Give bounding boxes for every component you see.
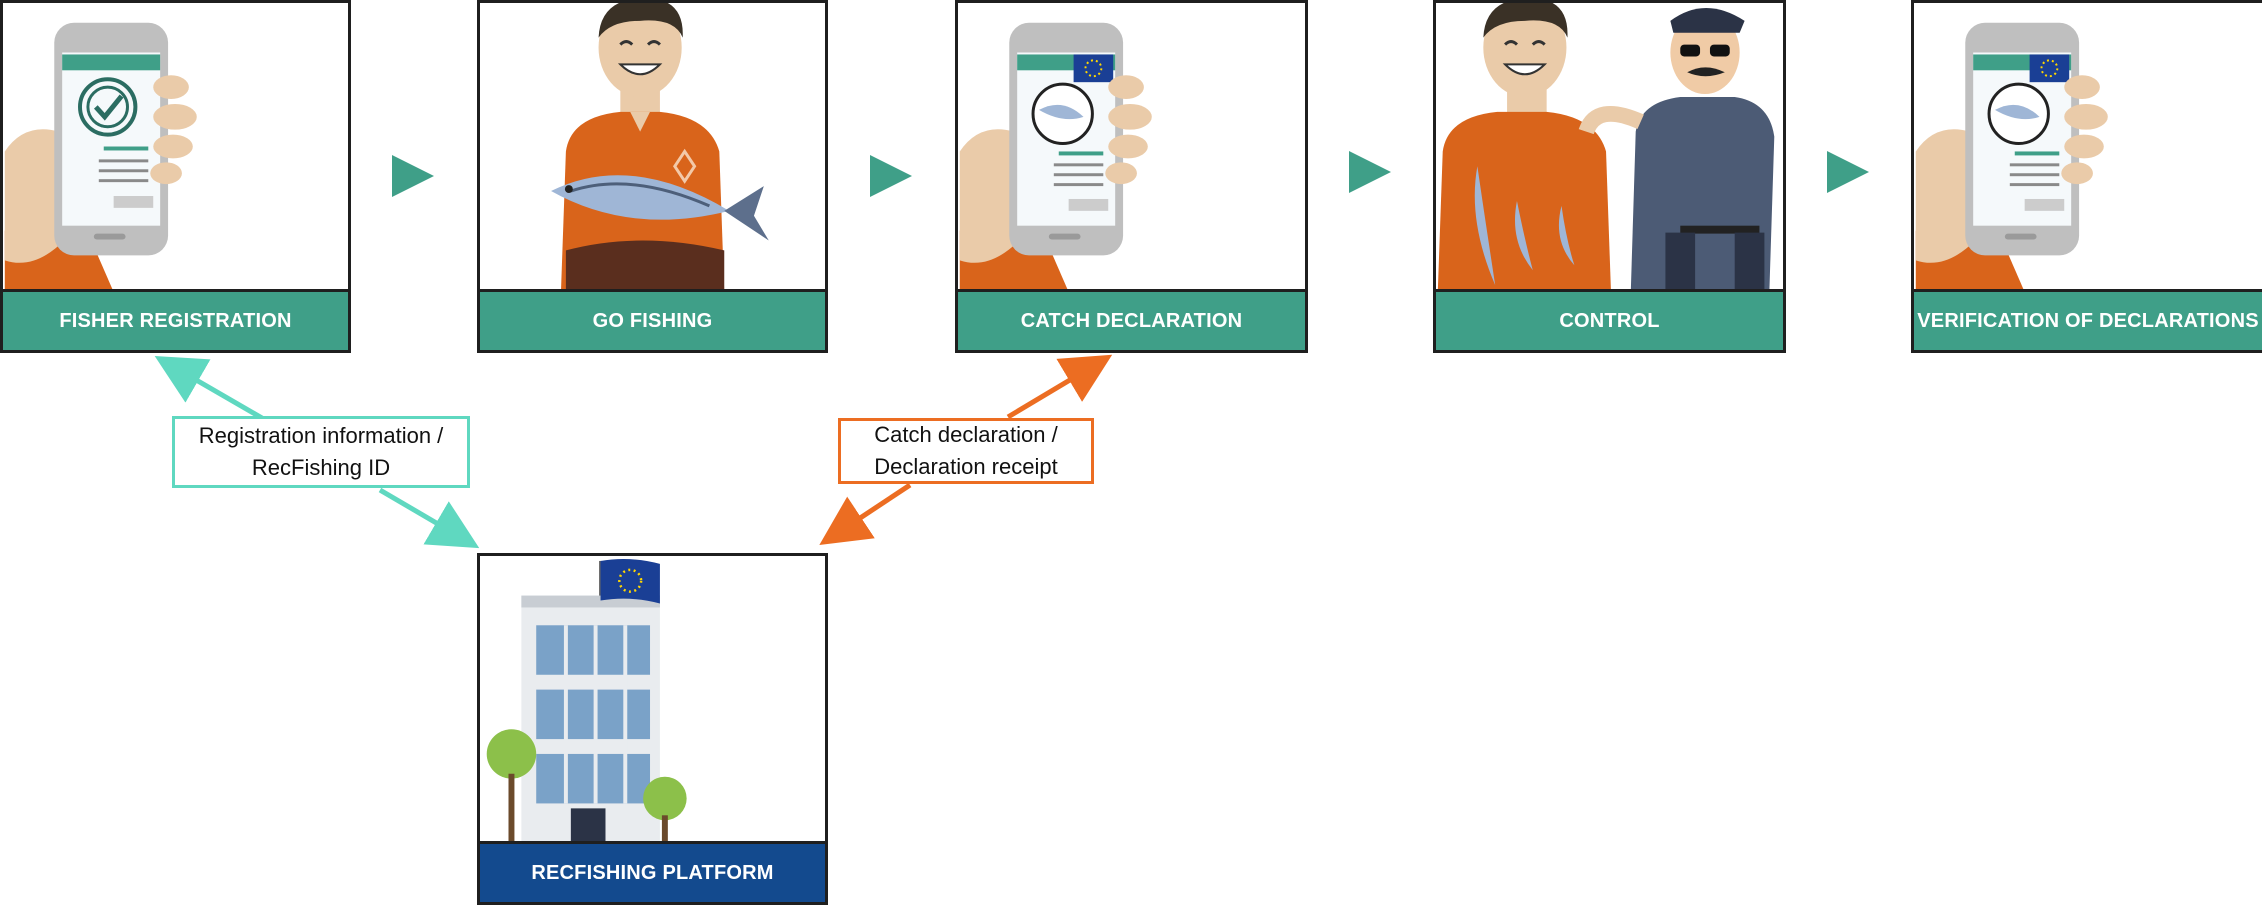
eu-flag-icon [2029,54,2070,83]
smartphone-icon [959,22,1152,292]
smartphone-icon [4,22,197,292]
catch-flow-arrow-up [1006,354,1113,420]
building-icon [486,559,687,844]
callout-line: Registration information / [198,423,444,448]
step-label: CONTROL [1436,289,1783,350]
police-officer-icon [1578,7,1775,292]
smartphone-icon [1915,22,2108,292]
fisher-and-police-illustration [1437,3,1775,292]
registration-info-callout: Registration information / RecFishing ID [172,416,470,488]
registration-flow-arrow-down [378,487,480,549]
step-verification: VERIFICATION OF DECLARATIONS [1911,0,2262,353]
step-control: CONTROL [1433,0,1786,353]
step-label: FISHER REGISTRATION [3,289,348,350]
play-arrow-icon [1827,151,1869,193]
play-arrow-icon [870,155,912,197]
step-label: VERIFICATION OF DECLARATIONS [1914,289,2262,350]
step-catch-declaration: CATCH DECLARATION [955,0,1308,353]
catch-flow-arrow-down [819,482,912,546]
step-fisher-registration: FISHER REGISTRATION [0,0,351,353]
platform-label: RECFISHING PLATFORM [480,841,825,902]
step-label: GO FISHING [480,289,825,350]
play-arrow-icon [1349,151,1391,193]
registration-flow-arrow-up [154,355,264,421]
step-go-fishing: GO FISHING [477,0,828,353]
step-label: CATCH DECLARATION [958,289,1305,350]
callout-line: RecFishing ID [251,455,391,480]
fisher-icon [551,3,769,292]
play-arrow-icon [392,155,434,197]
callout-line: Declaration receipt [874,454,1058,479]
fish-icon [1474,166,1575,286]
eu-flag-icon [1073,54,1114,83]
callout-line: Catch declaration / [874,422,1058,447]
fish-icon [551,175,769,241]
eu-flag-icon [600,559,660,604]
catch-declaration-callout: Catch declaration / Declaration receipt [838,418,1094,484]
recfishing-platform: RECFISHING PLATFORM [477,553,828,905]
